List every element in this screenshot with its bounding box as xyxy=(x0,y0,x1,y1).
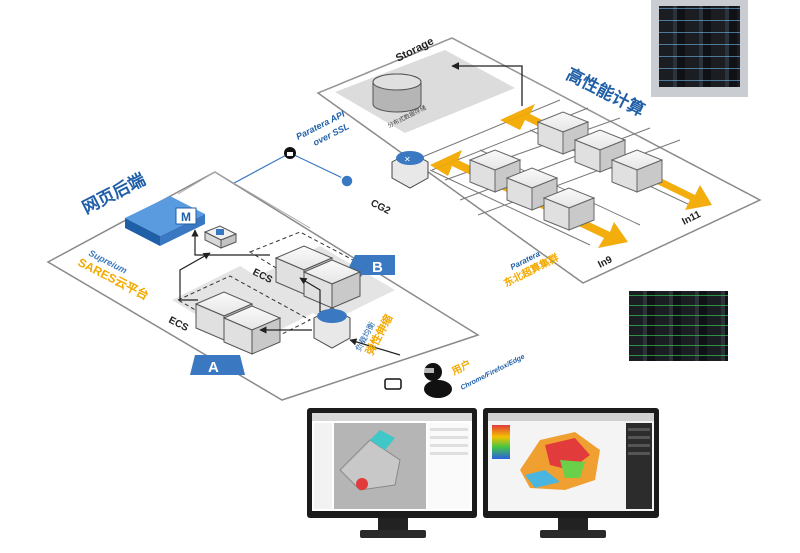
server-cubes xyxy=(468,111,664,231)
flow-arrows xyxy=(179,229,401,356)
m-logo-icon xyxy=(125,196,205,246)
m-logo-label: M xyxy=(181,210,191,224)
user-en-label: Chrome/Firefox/Edge xyxy=(460,353,526,391)
ecs-cube-b2 xyxy=(302,259,362,309)
supercomputer-photo-top xyxy=(651,0,748,97)
user-icon xyxy=(424,363,452,398)
storage-arrow xyxy=(451,62,523,106)
cg2-label: CG2 xyxy=(369,198,393,217)
device-icon xyxy=(384,378,402,390)
monitor-right xyxy=(483,408,659,538)
supercomputer-photo-bottom xyxy=(629,291,728,361)
ssl-badge-icon xyxy=(340,174,354,188)
user-cn-label: 用户 xyxy=(449,357,474,378)
ecs-cube-a2 xyxy=(222,305,282,355)
zone-a-tag xyxy=(190,355,245,375)
cloud-panel xyxy=(46,171,480,401)
hpc-panel: ✕ xyxy=(316,37,762,284)
storage-area xyxy=(335,50,515,133)
web-backend-title: 网页后端 xyxy=(79,169,149,218)
zone-b-tag xyxy=(345,255,395,275)
lock-icon xyxy=(284,147,296,159)
router-icon: ✕ xyxy=(391,151,429,189)
zone-a-label: A xyxy=(208,359,219,376)
load-balancer-icon xyxy=(313,307,351,349)
db-icon xyxy=(203,225,238,249)
svg-text:✕: ✕ xyxy=(404,155,411,164)
monitor-left xyxy=(307,408,477,538)
storage-cylinder-icon xyxy=(372,73,422,113)
zone-b-label: B xyxy=(372,259,383,276)
